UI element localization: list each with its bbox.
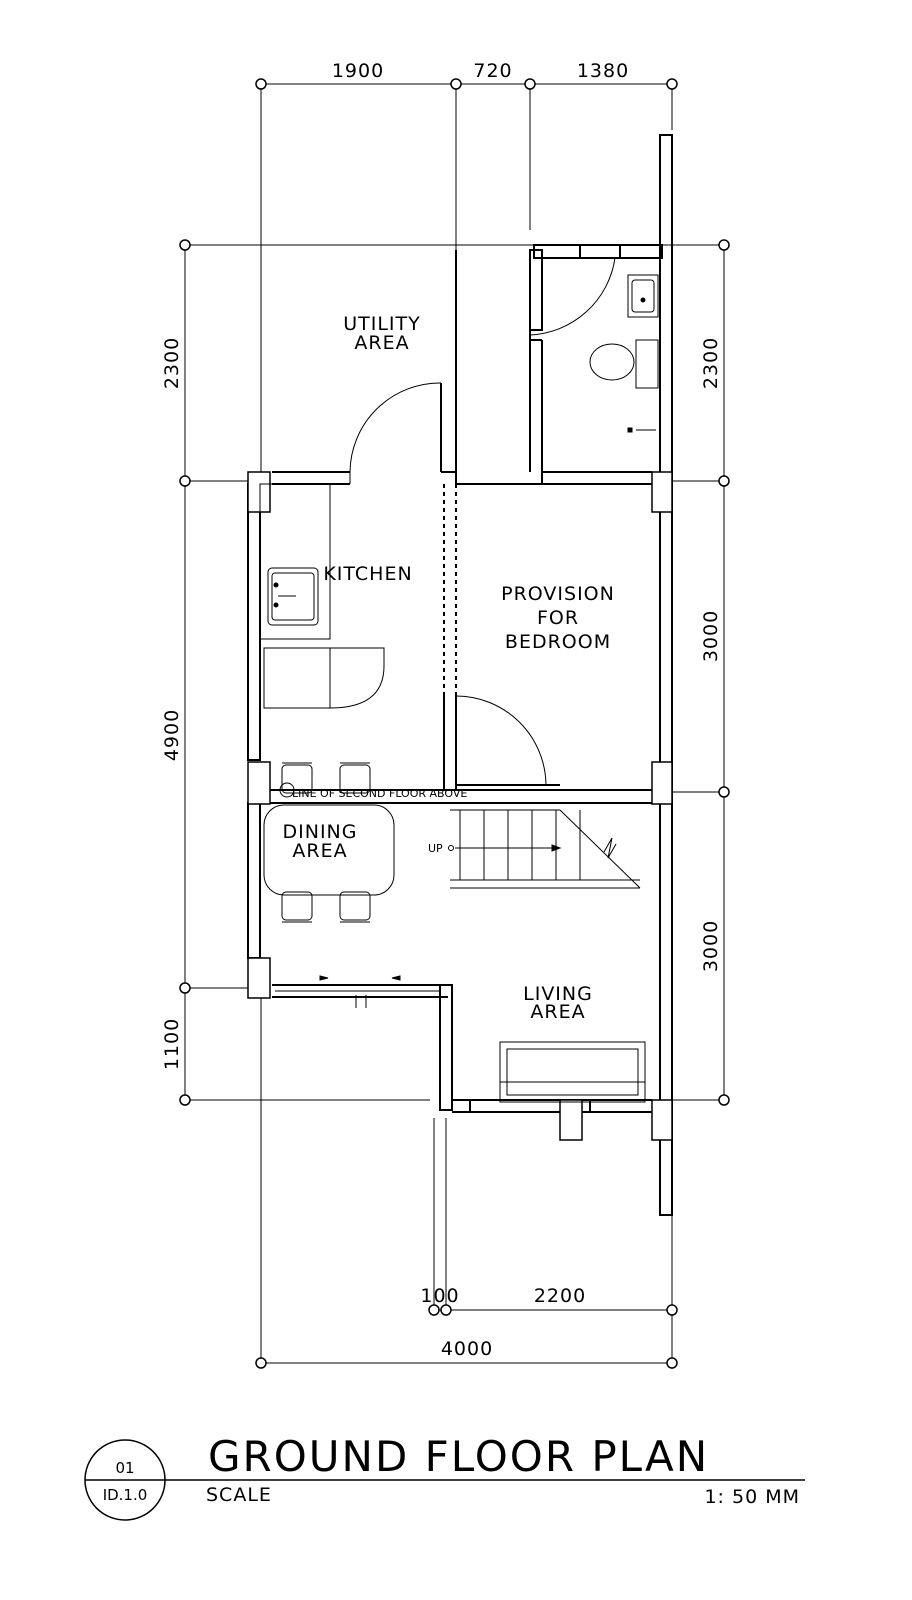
- dim-left-2: 4900: [161, 709, 183, 761]
- title-block: 01 ID.1.0 GROUND FLOOR PLAN SCALE 1: 50 …: [84, 1432, 805, 1521]
- bedroom-label-line1: PROVISION: [501, 583, 615, 605]
- living-label-line2: AREA: [530, 1001, 585, 1023]
- dim-right-1: 2300: [700, 337, 722, 389]
- room-labels: UTILITY AREA KITCHEN PROVISION FOR BEDRO…: [283, 313, 615, 1023]
- dim-top-2: 720: [473, 60, 512, 82]
- scale-label: SCALE: [206, 1484, 272, 1506]
- utility-label-line1: UTILITY: [343, 313, 421, 335]
- scale-value: 1: 50 MM: [704, 1486, 800, 1508]
- drawing-number: 01: [115, 1459, 134, 1477]
- dim-bottom-1: 100: [420, 1285, 459, 1307]
- kitchen-label: KITCHEN: [323, 563, 412, 585]
- stair-up-label: UP: [428, 842, 443, 855]
- living-label-line1: LIVING: [523, 983, 593, 1005]
- columns: [247, 471, 673, 1141]
- dining-label-line2: AREA: [292, 840, 347, 862]
- bedroom-label-line3: BEDROOM: [505, 631, 611, 653]
- dim-right-2: 3000: [700, 610, 722, 662]
- dim-left-1: 2300: [161, 337, 183, 389]
- staircase: [448, 809, 641, 889]
- utility-label-line2: AREA: [354, 332, 409, 354]
- drawing-title: GROUND FLOOR PLAN: [208, 1432, 709, 1481]
- sheet-number: ID.1.0: [103, 1486, 148, 1504]
- fixtures: [259, 274, 659, 1103]
- dining-label-line1: DINING: [283, 821, 358, 843]
- doors: [275, 250, 616, 1008]
- dim-left-3: 1100: [161, 1018, 183, 1070]
- dim-top-3: 1380: [577, 60, 629, 82]
- dimension-lines: [184, 83, 725, 1364]
- dimension-marks: [179, 78, 730, 1369]
- second-floor-line-note: LINE OF SECOND FLOOR ABOVE: [292, 787, 467, 800]
- dim-top-1: 1900: [332, 60, 384, 82]
- dim-bottom-2: 2200: [534, 1285, 586, 1307]
- dim-right-3: 3000: [700, 920, 722, 972]
- walls: [247, 134, 673, 1216]
- dimension-labels: 1900 720 1380 2300 4900 1100 2300 3000 3…: [161, 60, 722, 1360]
- bedroom-label-line2: FOR: [537, 607, 579, 629]
- dim-bottom-total: 4000: [441, 1338, 493, 1360]
